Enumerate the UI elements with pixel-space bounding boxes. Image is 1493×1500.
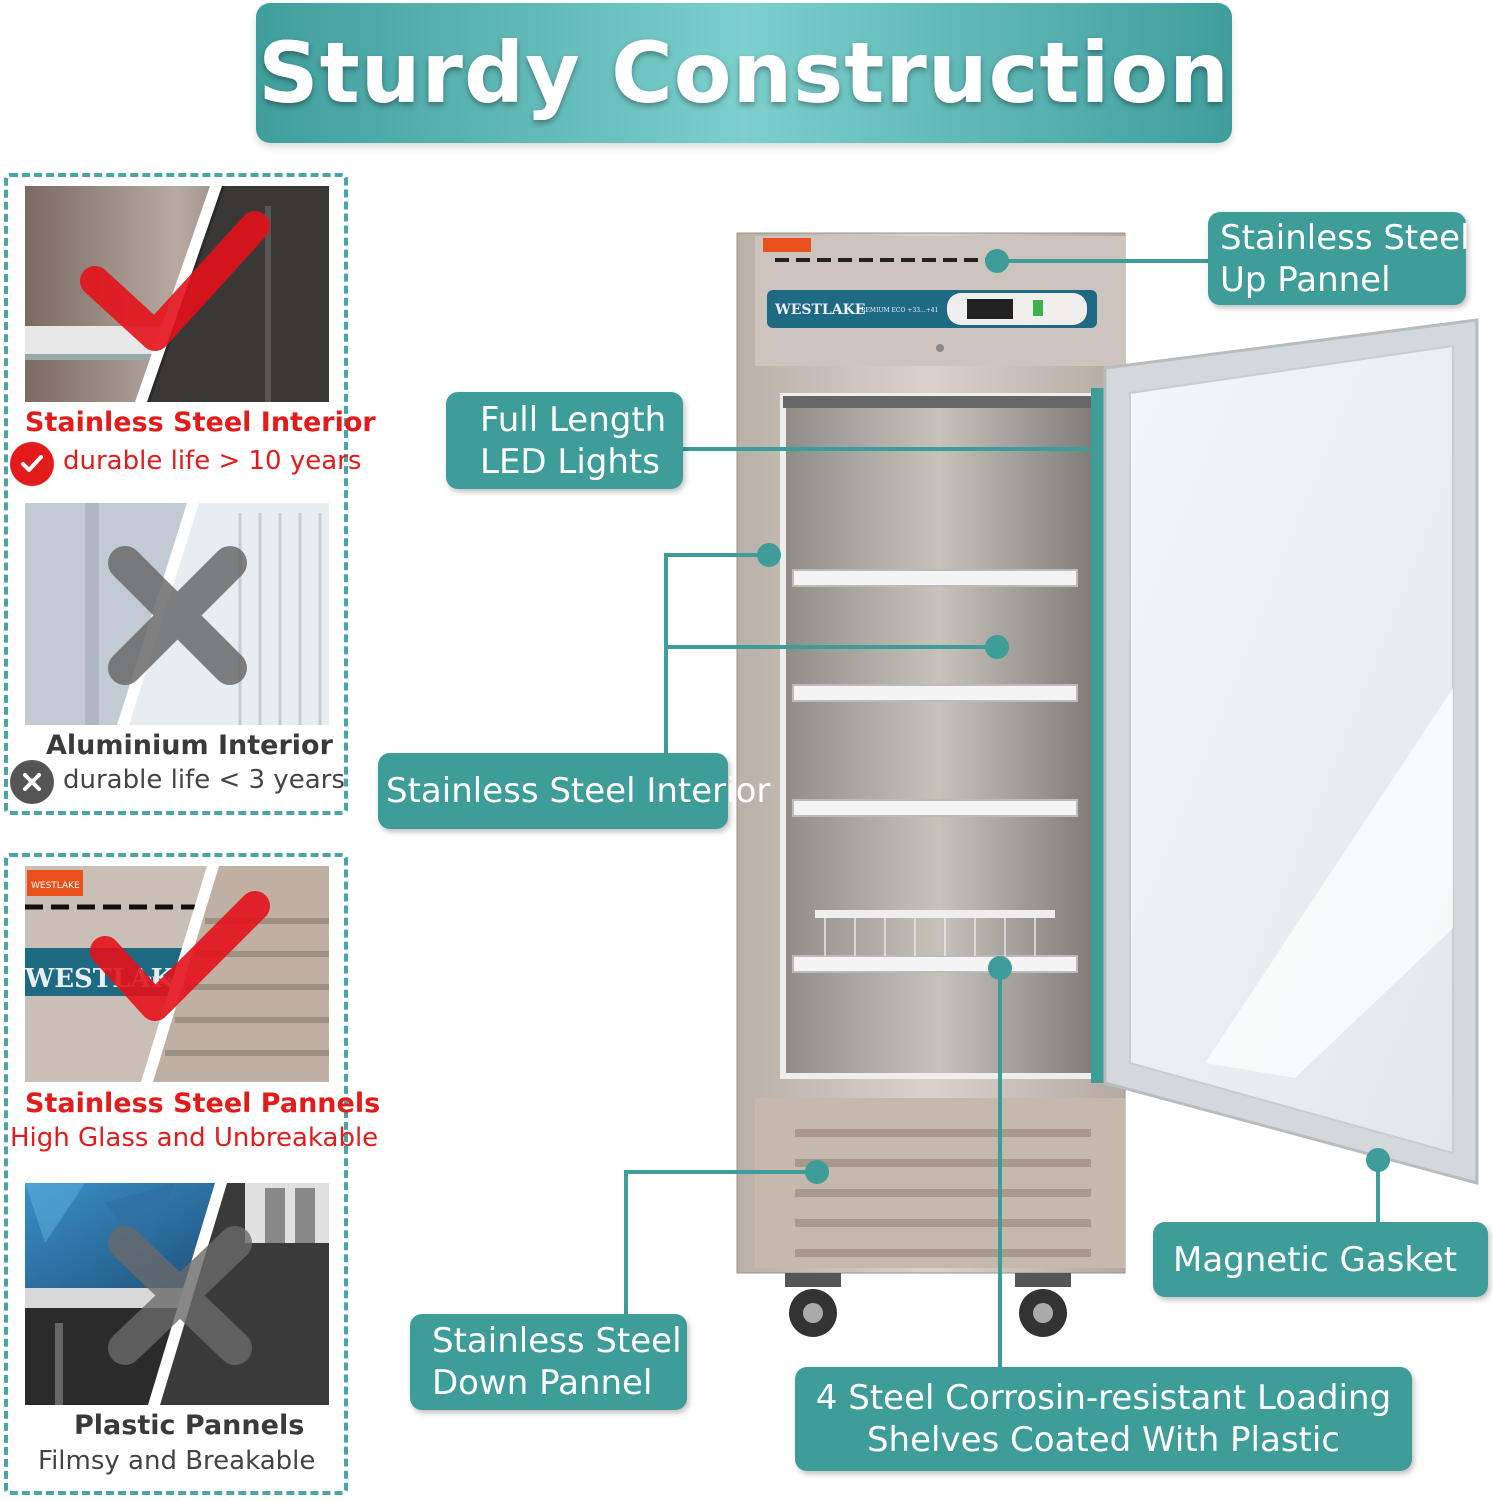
- bad-panels-title: Plastic Pannels: [74, 1410, 305, 1441]
- good-panels-subtitle: High Glass and Unbreakable: [10, 1123, 379, 1153]
- stainless-interior-photo: [25, 186, 329, 402]
- callout-down-panel: Stainless Steel Down Pannel: [410, 1314, 687, 1410]
- page-title: Sturdy Construction: [258, 24, 1230, 122]
- callout-gasket-line1: Magnetic Gasket: [1173, 1239, 1458, 1280]
- title-banner: Sturdy Construction: [256, 3, 1232, 143]
- aluminium-interior-photo: [25, 503, 329, 725]
- plastic-panels-photo: [25, 1183, 329, 1405]
- bad-interior-subtitle: durable life < 3 years: [63, 765, 345, 795]
- callout-led-line2: LED Lights: [480, 441, 660, 482]
- callout-gasket: Magnetic Gasket: [1153, 1222, 1488, 1297]
- fridge-brand-text: WESTLAKE: [774, 302, 865, 318]
- callout-shelves-line1: 4 Steel Corrosin-resistant Loading: [815, 1378, 1392, 1418]
- fridge-model-text: PREMIUM ECO +33...+41: [857, 307, 938, 314]
- callout-down-panel-line1: Stainless Steel: [432, 1321, 682, 1361]
- callout-up-panel-line2: Up Pannel: [1220, 259, 1391, 300]
- bad-panels-subtitle: Filmsy and Breakable: [38, 1446, 316, 1476]
- callout-interior: Stainless Steel Interior: [378, 753, 771, 829]
- callout-led-lights: Full Length LED Lights: [446, 392, 683, 489]
- interior-comparison-box: [4, 173, 348, 815]
- cross-icon: [10, 760, 54, 804]
- callout-down-panel-line2: Down Pannel: [432, 1363, 653, 1403]
- panels-comparison-box: [4, 853, 348, 1495]
- stainless-panels-photo: WESTLAKE WESTLAKE PREM: [25, 866, 329, 1082]
- check-icon: [10, 442, 54, 486]
- callout-interior-line1: Stainless Steel Interior: [386, 771, 771, 811]
- bad-interior-title: Aluminium Interior: [46, 730, 333, 761]
- good-interior-title: Stainless Steel Interior: [25, 407, 376, 438]
- callout-up-panel-line1: Stainless Steel: [1220, 217, 1470, 258]
- refrigerator-image: WESTLAKE PREMIUM ECO +33...+41: [735, 228, 1493, 1358]
- good-panels-title: Stainless Steel Pannels: [25, 1088, 381, 1119]
- good-interior-subtitle: durable life > 10 years: [63, 446, 362, 476]
- callout-led-line1: Full Length: [480, 399, 667, 440]
- callout-up-panel: Stainless Steel Up Pannel: [1208, 212, 1470, 305]
- callout-shelves-line2: Shelves Coated With Plastic: [866, 1420, 1341, 1460]
- westlake-tag-text: WESTLAKE: [31, 881, 80, 891]
- callout-shelves: 4 Steel Corrosin-resistant Loading Shelv…: [795, 1367, 1412, 1471]
